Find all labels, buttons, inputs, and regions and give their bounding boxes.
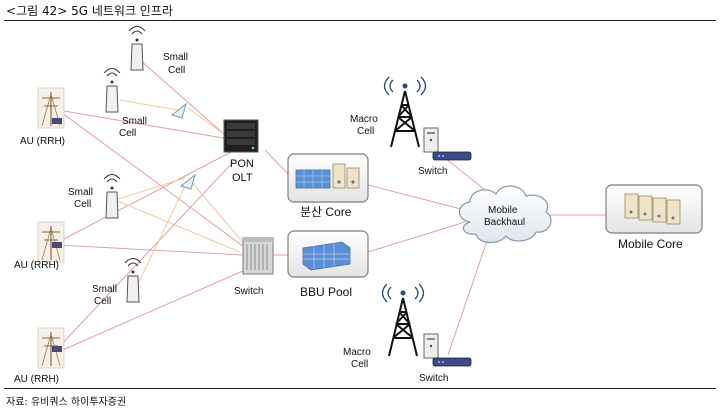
source-note: 자료: 유비쿼스 하이투자증권 [6,397,127,408]
small-cell-label-2b: Cell [119,128,136,139]
splitter-triangle-2 [179,173,196,190]
au-label-3: AU (RRH) [14,374,59,385]
link-au1-switch [57,109,256,256]
link-sc4-tri2 [114,199,241,253]
figure-title: <그림 42> 5G 네트워크 인프라 [6,4,173,18]
backhaul-label-a: Mobile [488,205,518,216]
backhaul-label-b: Backhaul [484,217,525,228]
link-core-backhaul [367,184,466,211]
mobile-core-label: Mobile Core [618,237,683,251]
switch-device-bottom [432,357,472,367]
au-label-1: AU (RRH) [20,136,65,147]
link-sc3-tri2 [134,179,189,291]
au-rrh-tower-1 [37,87,65,129]
link-au3-pon [57,159,236,349]
connections-orange [114,99,246,291]
distributed-core-label: 분산 Core [300,205,352,219]
pon-olt-label-b: OLT [232,172,253,184]
link-au1-pon [57,109,236,141]
au-rrh-tower-2 [37,221,65,263]
link-sc1-tri1 [119,99,179,111]
link-macro-bottom-backhaul [447,231,491,356]
macro-cell-bottom-label-b: Cell [351,359,368,370]
small-cell-label-3a: Small [68,187,93,198]
mobile-core-box [605,184,703,234]
macro-cell-tower-bottom [381,283,425,357]
small-cell-label-3b: Cell [74,199,91,210]
bbu-pool-label: BBU Pool [300,285,352,299]
small-cell-antenna-4 [124,258,142,303]
switch-top-label: Switch [418,166,447,177]
macro-cell-top-label-b: Cell [357,126,374,137]
server-tower-top [423,127,439,153]
small-cell-label-1b: Cell [168,65,185,76]
switch-device-top [432,151,472,161]
small-cell-label-1a: Small [163,52,188,63]
link-sc2-tri2 [114,177,186,201]
link-bbu-backhaul [367,221,466,253]
au-rrh-tower-3 [37,327,65,369]
server-tower-bottom [423,333,439,359]
mobile-backhaul-cloud [458,185,552,244]
link-tri1-pon [187,107,226,136]
top-rule [4,20,716,21]
macro-cell-tower-top [383,76,427,148]
switch-chassis-left [242,237,274,275]
switch-bottom-label: Switch [419,373,448,384]
splitter-triangle-1 [170,102,187,119]
bbu-pool-box [287,230,369,278]
link-au3-switch [57,269,246,353]
bottom-rule [4,388,716,389]
macro-cell-bottom-label-a: Macro [343,347,371,358]
small-cell-antenna-3 [103,174,121,219]
au-label-2: AU (RRH) [14,260,59,271]
small-cell-antenna-1 [128,26,146,71]
link-smallcell-pon [139,59,226,136]
pon-olt-device [223,119,259,153]
distributed-core-box [287,153,369,203]
switch-label-left: Switch [234,286,263,297]
small-cell-antenna-2 [103,68,121,113]
small-cell-label-4b: Cell [94,296,111,307]
link-tri2-switch [189,179,246,246]
link-au2-pon [57,149,236,243]
macro-cell-top-label-a: Macro [350,114,378,125]
small-cell-label-4a: Small [92,284,117,295]
small-cell-label-2a: Small [122,116,147,127]
pon-olt-label-a: PON [230,158,254,170]
